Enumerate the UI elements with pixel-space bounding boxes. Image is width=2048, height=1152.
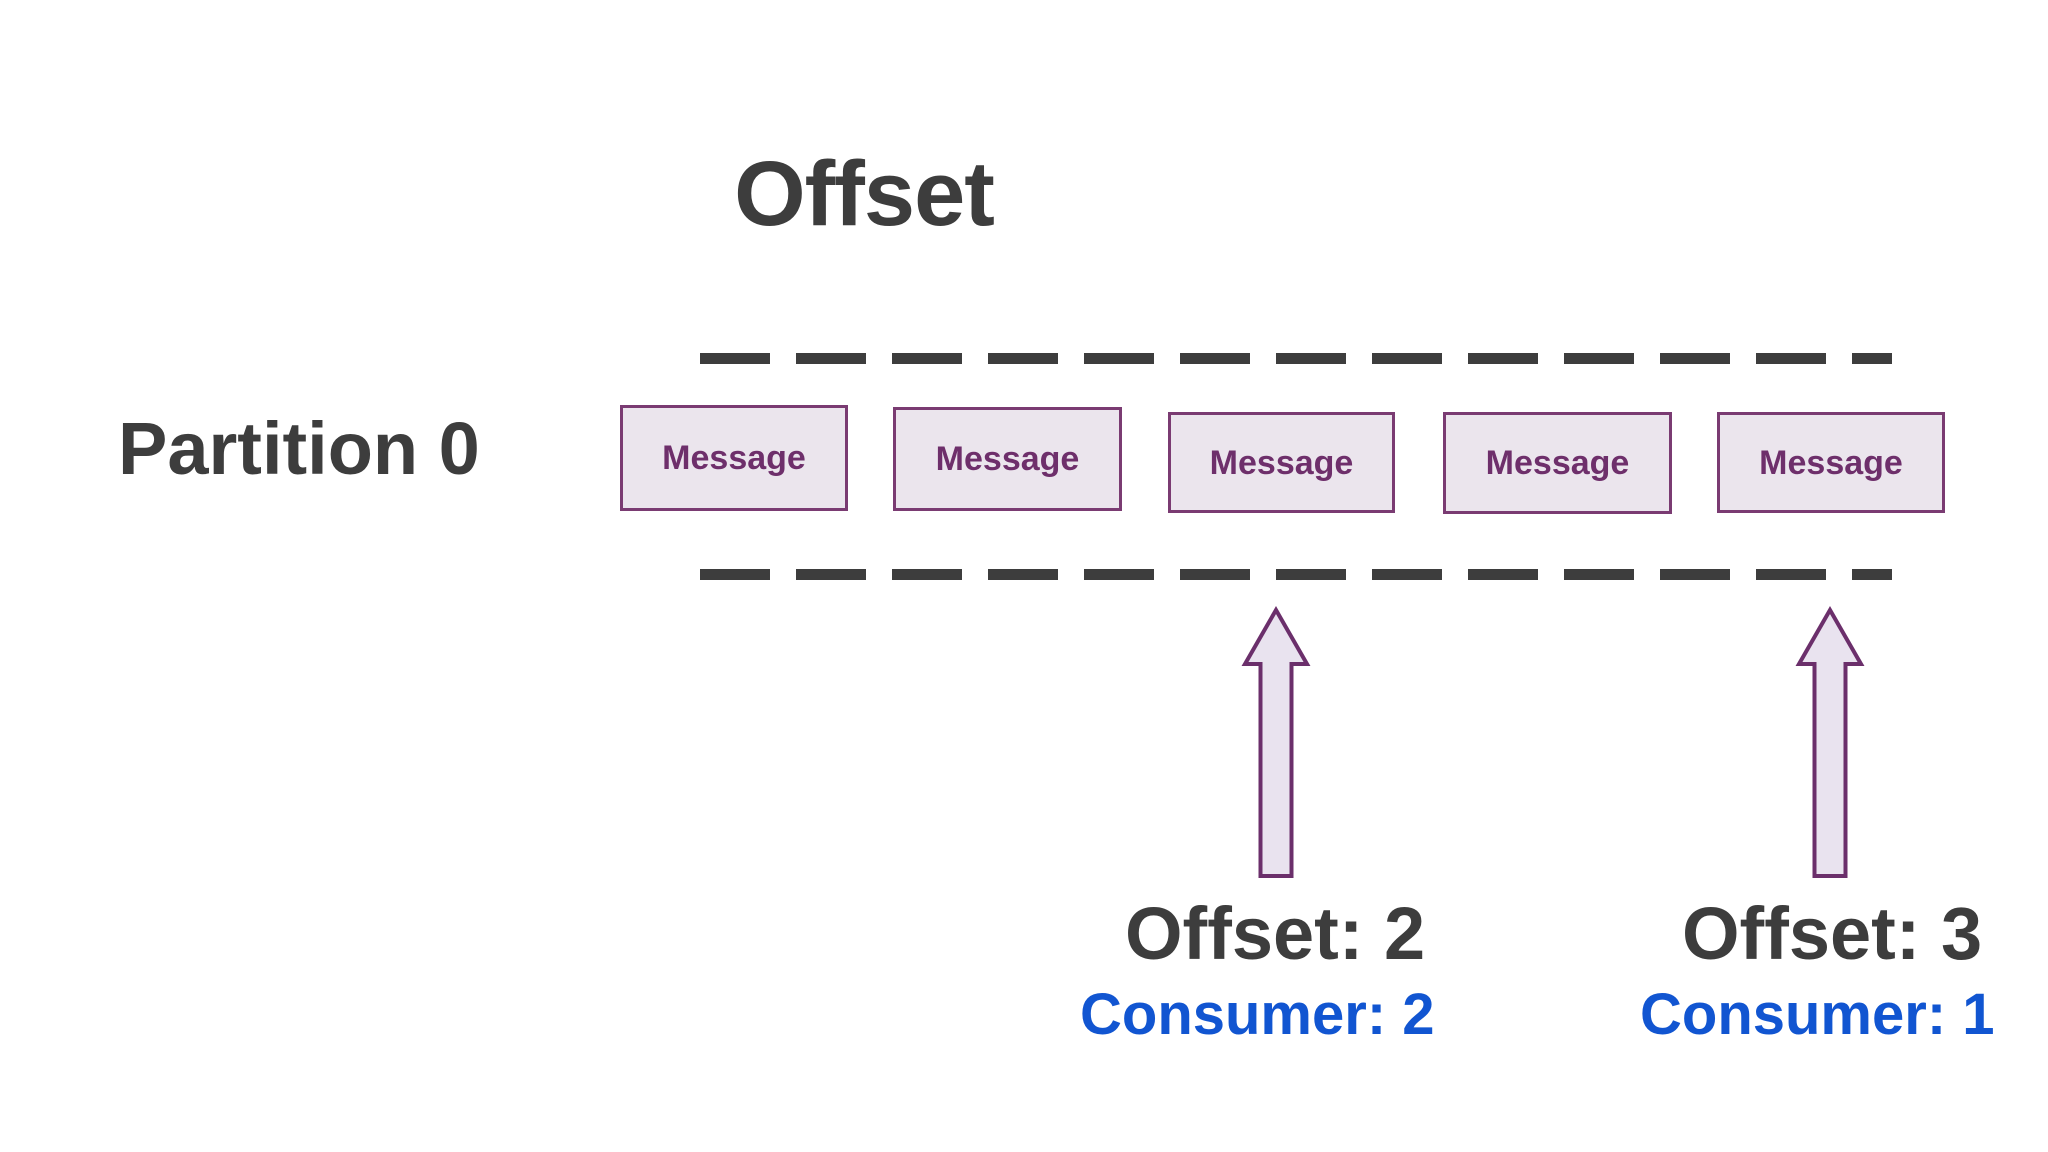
consumer-value-label: Consumer: 1 — [1640, 982, 1995, 1047]
message-box-label: Message — [1759, 443, 1903, 482]
offset-arrow-up-icon — [1795, 605, 1865, 878]
message-box: Message — [1443, 412, 1672, 514]
page-title: Offset — [734, 143, 995, 245]
offset-value-label: Offset: 3 — [1682, 892, 1983, 975]
message-box-label: Message — [662, 439, 806, 477]
message-box-label: Message — [935, 440, 1080, 478]
partition-label: Partition 0 — [118, 407, 480, 490]
message-box: Message — [1168, 412, 1395, 513]
message-box: Message — [620, 405, 848, 511]
message-box-label: Message — [1209, 443, 1354, 482]
offset-value-label: Offset: 2 — [1125, 892, 1426, 975]
consumer-value-label: Consumer: 2 — [1080, 982, 1435, 1047]
offset-arrow-up-icon — [1241, 605, 1311, 878]
bottom-dashed-boundary — [700, 569, 1892, 580]
top-dashed-boundary — [700, 353, 1892, 364]
message-box: Message — [1717, 412, 1945, 513]
message-box-label: Message — [1485, 444, 1630, 482]
message-box: Message — [893, 407, 1122, 511]
